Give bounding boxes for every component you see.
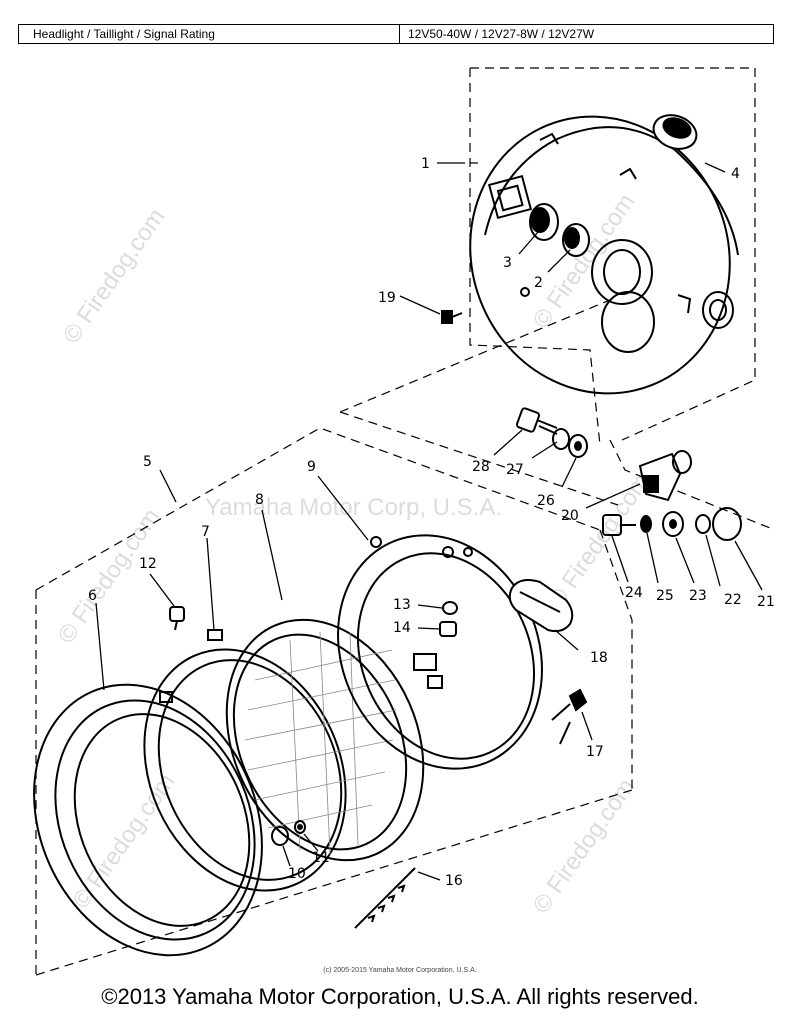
part-label-21: 21 bbox=[757, 594, 775, 610]
part-label-25: 25 bbox=[656, 588, 674, 604]
part-label-24: 24 bbox=[625, 585, 643, 601]
watermark-center: Yamaha Motor Corp, U.S.A. bbox=[205, 494, 502, 521]
part-label-19: 19 bbox=[378, 290, 396, 306]
headlight-rim bbox=[33, 683, 263, 957]
mount-bolt-set bbox=[515, 407, 588, 458]
part-label-13: 13 bbox=[393, 597, 411, 613]
nut-collar bbox=[439, 601, 458, 637]
watermark-site-upper-left: © Firedog.com bbox=[58, 204, 171, 349]
leader-lines bbox=[95, 162, 763, 881]
part-label-27: 27 bbox=[506, 462, 524, 478]
watermark-site-lower-left: © Firedog.com bbox=[68, 769, 181, 914]
adjust-spring-16 bbox=[354, 867, 416, 929]
grommet bbox=[652, 114, 698, 150]
bracket-20 bbox=[638, 450, 692, 502]
part-label-14: 14 bbox=[393, 620, 411, 636]
spec-value: 12V50-40W / 12V27-8W / 12V27W bbox=[408, 27, 595, 41]
part-label-4: 4 bbox=[731, 166, 740, 182]
rear-fastener-stack bbox=[602, 507, 742, 541]
part-label-2: 2 bbox=[534, 275, 543, 291]
screw-19 bbox=[441, 287, 530, 324]
part-label-5: 5 bbox=[143, 454, 152, 470]
part-label-17: 17 bbox=[586, 744, 604, 760]
screw-12 bbox=[169, 606, 185, 631]
part-label-22: 22 bbox=[724, 592, 742, 608]
spec-label: Headlight / Taillight / Signal Rating bbox=[19, 25, 400, 43]
headlight-body bbox=[469, 115, 739, 395]
part-label-11: 11 bbox=[312, 850, 330, 866]
part-label-3: 3 bbox=[503, 255, 512, 271]
adjust-screw-set bbox=[271, 820, 306, 846]
part-label-9: 9 bbox=[307, 459, 316, 475]
part-label-10: 10 bbox=[288, 866, 306, 882]
clip-17 bbox=[551, 688, 588, 745]
watermark-site-lower-right: © Firedog.com bbox=[528, 774, 641, 919]
part-label-28: 28 bbox=[472, 459, 490, 475]
part-label-20: 20 bbox=[561, 508, 579, 524]
part-label-7: 7 bbox=[201, 524, 210, 540]
part-label-18: 18 bbox=[590, 650, 608, 666]
lens-pattern bbox=[244, 631, 397, 856]
part-label-6: 6 bbox=[88, 588, 97, 604]
sealed-beam-unit bbox=[225, 618, 425, 862]
part-label-23: 23 bbox=[689, 588, 707, 604]
assembly-outlines bbox=[35, 67, 771, 976]
small-credit: (c) 2005-2015 Yamaha Motor Corporation, … bbox=[323, 967, 477, 974]
part-label-12: 12 bbox=[139, 556, 157, 572]
part-label-16: 16 bbox=[445, 873, 463, 889]
mounting-ring bbox=[143, 629, 347, 892]
copyright-notice: ©2013 Yamaha Motor Corporation, U.S.A. A… bbox=[101, 984, 699, 1009]
watermark-site-left: © Firedog.com bbox=[53, 504, 166, 649]
socket-caps bbox=[529, 203, 590, 257]
headlight-case bbox=[337, 534, 543, 770]
part-label-8: 8 bbox=[255, 492, 264, 508]
part-labels: 1 2 3 4 5 6 7 8 9 10 11 12 13 14 16 17 1… bbox=[88, 156, 775, 889]
part-label-26: 26 bbox=[537, 493, 555, 509]
spec-table: Headlight / Taillight / Signal Rating 12… bbox=[18, 24, 774, 44]
reflector bbox=[508, 579, 574, 633]
part-label-1: 1 bbox=[421, 156, 430, 172]
